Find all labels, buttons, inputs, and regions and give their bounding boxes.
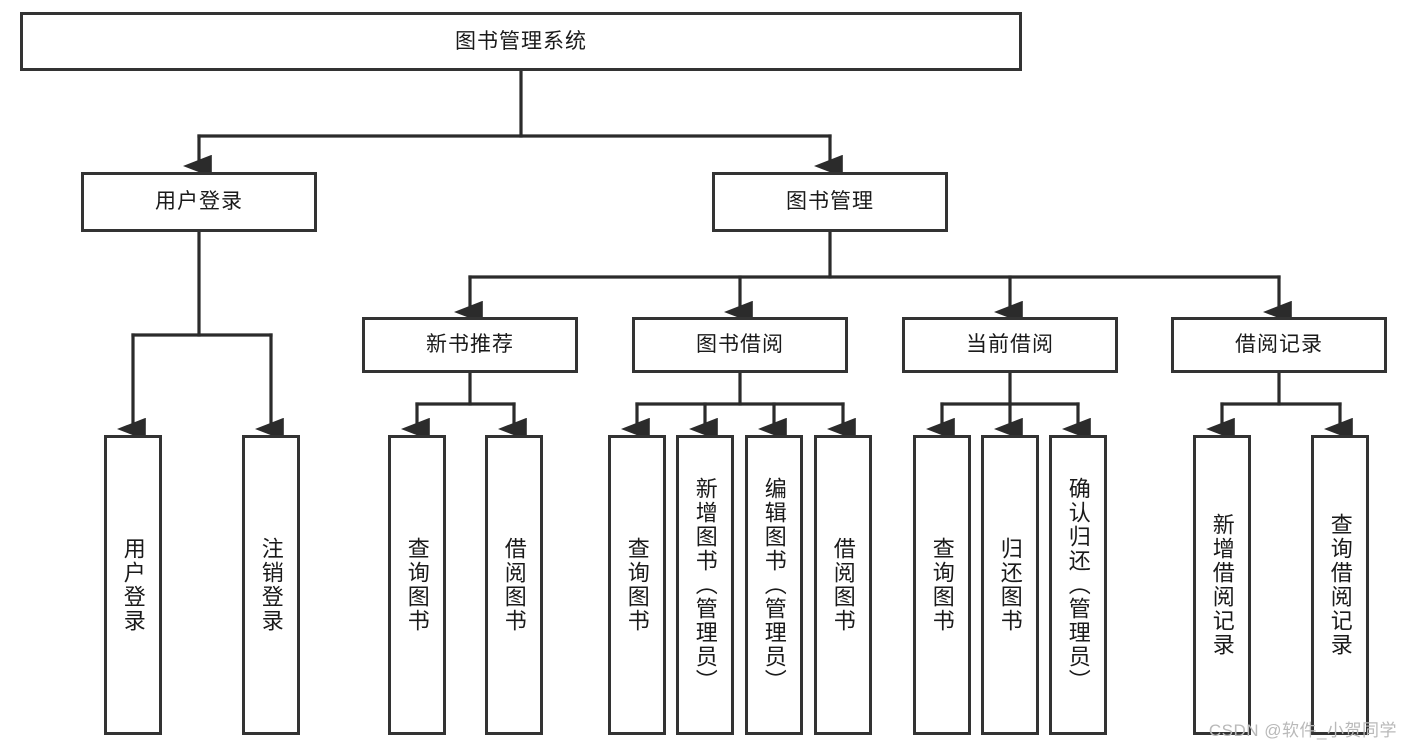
leaf-recommend-borrow-book[interactable]: 借阅图书 [485, 435, 543, 735]
leaf-label: 新增图书（管理员） [692, 477, 718, 693]
leaf-label: 查询借阅记录 [1327, 513, 1353, 657]
watermark: CSDN @软件_小贺同学 [1208, 721, 1397, 740]
node-borrow-record[interactable]: 借阅记录 [1171, 317, 1387, 373]
leaf-label: 用户登录 [120, 537, 146, 633]
leaf-record-add-record[interactable]: 新增借阅记录 [1193, 435, 1251, 735]
leaf-label: 新增借阅记录 [1209, 513, 1235, 657]
node-new-book-recommend[interactable]: 新书推荐 [362, 317, 578, 373]
leaf-label: 归还图书 [997, 537, 1023, 633]
leaf-borrow-query-book[interactable]: 查询图书 [608, 435, 666, 735]
node-label: 图书管理 [786, 190, 874, 214]
leaf-current-return-book[interactable]: 归还图书 [981, 435, 1039, 735]
leaf-user-login-logout[interactable]: 注销登录 [242, 435, 300, 735]
node-book-management[interactable]: 图书管理 [712, 172, 948, 232]
leaf-label: 编辑图书（管理员） [761, 477, 787, 693]
leaf-label: 确认归还（管理员） [1065, 477, 1091, 693]
leaf-label: 查询图书 [404, 537, 430, 633]
leaf-borrow-borrow-book[interactable]: 借阅图书 [814, 435, 872, 735]
node-book-borrow[interactable]: 图书借阅 [632, 317, 848, 373]
leaf-borrow-edit-book[interactable]: 编辑图书（管理员） [745, 435, 803, 735]
node-label: 图书借阅 [696, 333, 784, 357]
leaf-current-confirm-return[interactable]: 确认归还（管理员） [1049, 435, 1107, 735]
node-user-login[interactable]: 用户登录 [81, 172, 317, 232]
node-label: 当前借阅 [966, 333, 1054, 357]
leaf-borrow-add-book[interactable]: 新增图书（管理员） [676, 435, 734, 735]
node-label: 借阅记录 [1235, 333, 1323, 357]
leaf-user-login-login[interactable]: 用户登录 [104, 435, 162, 735]
node-label: 新书推荐 [426, 333, 514, 357]
node-label: 图书管理系统 [455, 29, 587, 53]
leaf-current-query-book[interactable]: 查询图书 [913, 435, 971, 735]
leaf-label: 查询图书 [624, 537, 650, 633]
leaf-label: 借阅图书 [501, 537, 527, 633]
leaf-record-query-record[interactable]: 查询借阅记录 [1311, 435, 1369, 735]
node-label: 用户登录 [155, 190, 243, 214]
leaf-recommend-query-book[interactable]: 查询图书 [388, 435, 446, 735]
leaf-label: 注销登录 [258, 537, 284, 633]
leaf-label: 借阅图书 [830, 537, 856, 633]
node-root-system[interactable]: 图书管理系统 [20, 12, 1022, 71]
leaf-label: 查询图书 [929, 537, 955, 633]
node-current-borrow[interactable]: 当前借阅 [902, 317, 1118, 373]
